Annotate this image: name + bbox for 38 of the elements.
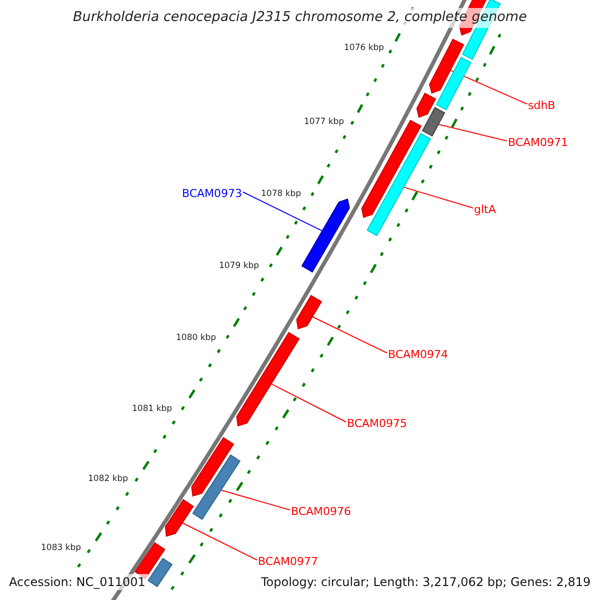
- gene-label: BCAM0971: [508, 136, 568, 148]
- scale-label: 1079 kbp: [219, 262, 260, 270]
- gene-feature-block: [361, 120, 422, 218]
- gene-feature-block: [436, 56, 472, 110]
- scale-label: 1077 kbp: [304, 118, 344, 126]
- leader-line: [270, 383, 346, 422]
- scale-label: 1078 kbp: [261, 190, 302, 198]
- accession-text: Accession: NC_011001: [6, 574, 148, 590]
- gene-label: sdhB: [528, 100, 556, 110]
- scale-label: 1082 kbp: [88, 474, 128, 483]
- scale-label: 1076 kbp: [344, 44, 384, 52]
- gene-label: BCAM0976: [291, 506, 352, 516]
- gene-label: BCAM0974: [388, 348, 448, 360]
- leader-line: [220, 490, 290, 510]
- gene-label: gltA: [474, 204, 496, 214]
- leader-line: [438, 124, 508, 142]
- gene-feature-block: [422, 106, 446, 137]
- scale-label: 1083 kbp: [41, 544, 82, 552]
- leader-line: [450, 70, 528, 104]
- gene-feature-block: [301, 198, 350, 273]
- gene-feature-block: [192, 454, 241, 520]
- leader-line: [242, 192, 323, 232]
- gene-label: BCAM0977: [258, 556, 318, 566]
- gene-feature-block: [429, 38, 464, 94]
- gene-feature-block: [366, 133, 432, 236]
- gene-feature-block: [236, 332, 300, 427]
- scale-label: 1080 kbp: [176, 334, 216, 342]
- gene-label: BCAM0973: [182, 188, 242, 198]
- leader-line: [404, 186, 474, 208]
- gene-feature-block: [147, 558, 173, 588]
- gene-feature-block: [191, 437, 234, 497]
- gene-feature-block: [416, 92, 436, 118]
- gene-label: BCAM0975: [347, 418, 408, 428]
- gene-feature-block: [296, 294, 322, 330]
- scale-label: 1081 kbp: [132, 404, 172, 413]
- leader-line: [182, 522, 258, 560]
- leader-line: [312, 316, 388, 354]
- gene-feature-block: [164, 499, 194, 537]
